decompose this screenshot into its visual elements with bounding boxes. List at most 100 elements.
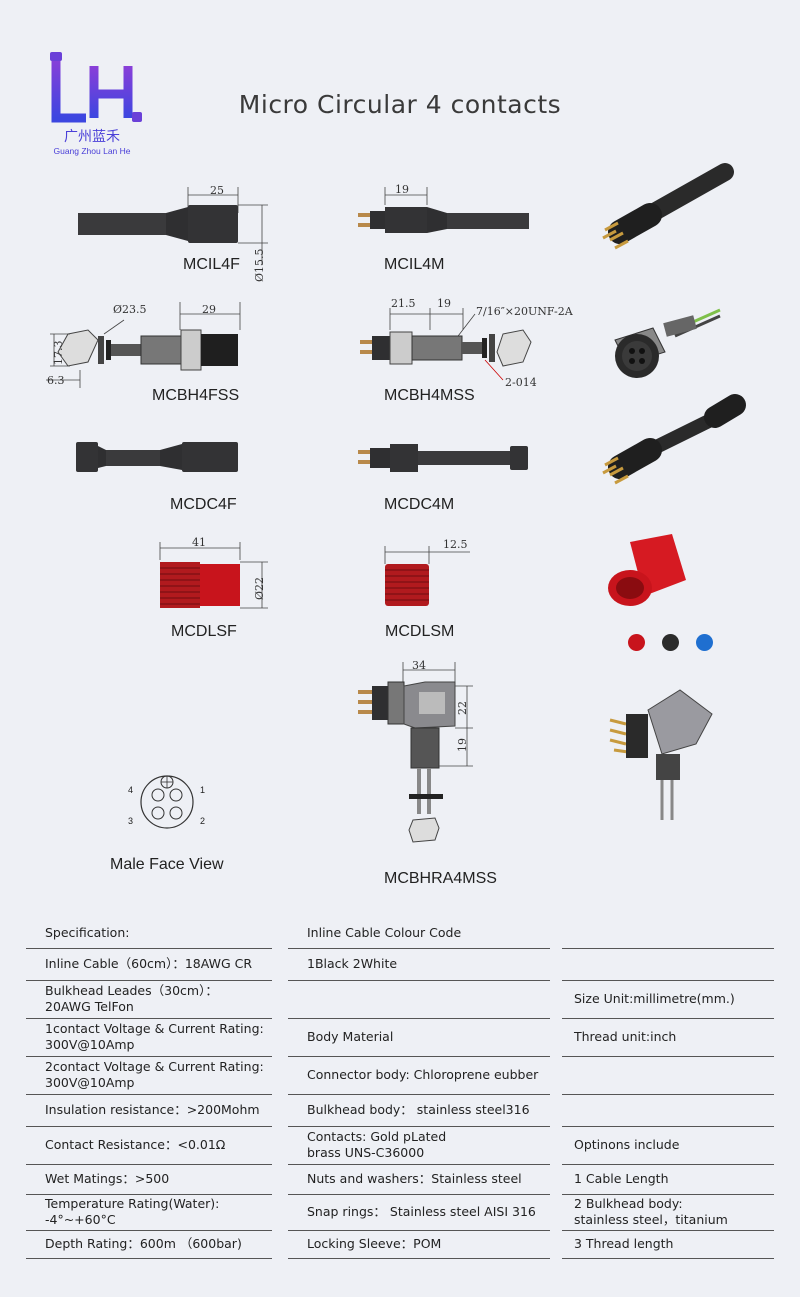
mcbh4mss-dim-a: 21.5 [391,297,416,310]
pin-label-2: 2 [200,816,206,826]
spec-rule [562,1194,774,1195]
male-face-view-diagram [140,775,194,829]
locking-sleeve-render [608,534,686,606]
spec-col1-row-0: Specification: [45,925,130,940]
spec-col2-row-7: Nuts and washers：Stainless steel [307,1171,522,1186]
spec-col1-row-9: Depth Rating：600m （600bar) [45,1236,242,1251]
spec-rule [26,1258,272,1259]
spec-col3-row-3: Thread unit:inch [574,1029,677,1044]
mcdc4m-drawing [358,444,528,472]
mcdlsm-label: MCDLSM [385,623,455,640]
mcbhra4mss-height2-dim: 19 [456,738,469,752]
mcbhra4mss-label: MCBHRA4MSS [384,870,497,887]
spec-rule [562,1164,774,1165]
mcdlsf-length-dim: 41 [192,536,206,549]
mcil4f-length-dim: 25 [210,184,224,197]
spec-col3-row-6: Optinons include [574,1137,680,1152]
mcil4f-label: MCIL4F [183,256,240,273]
logo-chinese-text: 广州蓝禾 [64,129,120,145]
spec-col1-row-1: Inline Cable（60cm）：18AWG CR [45,956,253,971]
spec-col2-row-6: Contacts: Gold pLated brass UNS-C36000 [307,1129,447,1160]
spec-rule [562,1126,774,1127]
mcbhra4mss-width-dim: 34 [412,659,426,672]
mcil4m-render [602,163,734,250]
spec-col2-row-4: Connector body: Chloroprene eubber [307,1067,539,1082]
spec-rule [26,1126,272,1127]
mcil4m-drawing [358,187,529,233]
spec-col2-row-8: Snap rings： Stainless steel AISI 316 [307,1204,536,1219]
spec-col2-row-1: 1Black 2White [307,956,398,971]
spec-rule [26,1056,272,1057]
spec-rule [288,1164,550,1165]
spec-rule [288,1126,550,1127]
spec-rule [26,1094,272,1095]
mcil4f-diameter-dim: Ø15.5 [253,248,266,282]
mcbh4mss-thread-dim: 7/16″×20UNF-2A [476,305,573,318]
mcbh4fss-diameter-dim: Ø23.5 [113,303,147,316]
spec-col1-row-7: Wet Matings：>500 [45,1171,170,1186]
mcdc4m-label: MCDC4M [384,496,455,513]
spec-rule [562,1018,774,1019]
mcil4m-length-dim: 19 [395,183,409,196]
spec-rule [288,1258,550,1259]
spec-col3-row-2: Size Unit:millimetre(mm.) [574,991,735,1006]
sleeve-color-blue [696,634,713,651]
spec-col2-row-0: Inline Cable Colour Code [307,925,462,940]
spec-col1-row-8: Temperature Rating(Water): -4°~+60°C [45,1196,220,1227]
mcdlsf-drawing [159,542,268,609]
page-title: Micro Circular 4 contacts [238,90,562,119]
spec-col1-row-5: Insulation resistance：>200Mohm [45,1102,260,1117]
spec-rule [288,1094,550,1095]
mcdlsf-label: MCDLSF [171,623,237,640]
spec-rule [562,1230,774,1231]
mcbh4fss-hex-dim: 17.3 [52,340,65,366]
sleeve-color-red [628,634,645,651]
face-view-label: Male Face View [110,856,224,873]
spec-col3-row-7: 1 Cable Length [574,1171,669,1186]
spec-rule [26,1230,272,1231]
spec-rule [288,948,550,949]
mcbh4fss-drawing [46,302,241,388]
pin-label-4: 4 [128,785,134,795]
mcbh4fss-length-dim: 29 [202,303,216,316]
logo-english-text: Guang Zhou Lan He [53,146,131,156]
spec-col3-row-9: 3 Thread length [574,1236,674,1251]
spec-rule [288,1230,550,1231]
mcbh4mss-label: MCBH4MSS [384,387,475,404]
spec-col1-row-3: 1contact Voltage & Current Rating: 300V@… [45,1021,264,1052]
spec-rule [288,980,550,981]
mcbh4mss-dim-b: 19 [437,297,451,310]
spec-col2-row-3: Body Material [307,1029,394,1044]
pin-label-1: 1 [200,785,206,795]
logo-mark [50,52,142,123]
spec-rule [562,1094,774,1095]
mcbhra4mss-height1-dim: 22 [456,701,469,715]
spec-rule [562,980,774,981]
spec-rule [26,1194,272,1195]
mcbh4mss-oring-dim: 2-014 [505,376,537,389]
mcdc4m-render [602,394,746,485]
spec-rule [26,980,272,981]
spec-rule [26,1018,272,1019]
spec-rule [288,1056,550,1057]
spec-col2-row-5: Bulkhead body： stainless steel316 [307,1102,530,1117]
mcil4f-drawing [78,187,268,265]
spec-rule [26,1164,272,1165]
spec-col1-row-2: Bulkhead Leades（30cm）： 20AWG TelFon [45,983,218,1014]
spec-rule [288,1194,550,1195]
mcil4m-label: MCIL4M [384,256,445,273]
sleeve-color-black [662,634,679,651]
brand-logo: 广州蓝禾 Guang Zhou Lan He [36,50,148,160]
spec-col1-row-6: Contact Resistance：<0.01Ω [45,1137,226,1152]
mcdc4f-label: MCDC4F [170,496,237,513]
spec-rule [288,1018,550,1019]
spec-rule [562,948,774,949]
mcbhra4mss-drawing [358,662,473,843]
spec-col3-row-8: 2 Bulkhead body: stainless steel，titaniu… [574,1196,728,1227]
pin-label-3: 3 [128,816,134,826]
spec-col2-row-9: Locking Sleeve：POM [307,1236,442,1251]
mcbh4fss-render [614,308,721,378]
mcdlsm-length-dim: 12.5 [443,538,468,551]
mcbh4fss-thickness-dim: 6.3 [47,374,65,387]
spec-rule [26,948,272,949]
